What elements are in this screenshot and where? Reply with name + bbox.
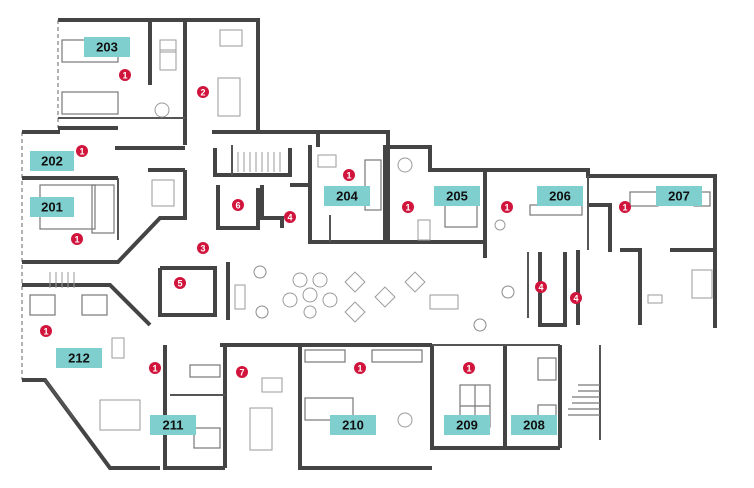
svg-text:1: 1 — [79, 146, 84, 156]
marker-207[interactable]: 1 — [619, 201, 631, 213]
svg-text:205: 205 — [446, 189, 468, 204]
svg-text:1: 1 — [152, 363, 157, 373]
markers: 1 2 1 1 3 5 6 4 1 1 1 1 4 4 1 1 7 1 1 — [40, 69, 631, 378]
svg-text:202: 202 — [41, 154, 63, 169]
room-label-211[interactable]: 211 — [150, 415, 196, 435]
svg-text:210: 210 — [342, 418, 364, 433]
svg-text:203: 203 — [96, 40, 118, 55]
room-label-208[interactable]: 208 — [511, 415, 557, 435]
svg-text:209: 209 — [456, 418, 478, 433]
svg-text:204: 204 — [336, 189, 358, 204]
svg-text:201: 201 — [41, 200, 63, 215]
svg-text:4: 4 — [573, 293, 578, 303]
svg-text:4: 4 — [538, 282, 543, 292]
svg-text:1: 1 — [357, 363, 362, 373]
room-label-203[interactable]: 203 — [84, 37, 130, 57]
svg-text:2: 2 — [200, 87, 205, 97]
marker-center-room[interactable]: 5 — [174, 277, 186, 289]
room-label-206[interactable]: 206 — [537, 186, 583, 206]
svg-text:212: 212 — [68, 351, 90, 366]
marker-restroom-left[interactable]: 4 — [284, 211, 296, 223]
furniture — [29, 29, 713, 451]
svg-text:211: 211 — [163, 418, 184, 433]
marker-room-6[interactable]: 6 — [232, 199, 244, 211]
svg-text:207: 207 — [668, 189, 690, 204]
room-labels: 203 202 201 212 211 210 209 208 — [30, 37, 702, 435]
room-label-212[interactable]: 212 — [56, 348, 102, 368]
room-label-205[interactable]: 205 — [434, 186, 480, 206]
svg-text:7: 7 — [239, 367, 244, 377]
marker-lobby[interactable]: 3 — [197, 242, 209, 254]
svg-text:6: 6 — [235, 200, 240, 210]
svg-text:206: 206 — [549, 189, 571, 204]
room-label-201[interactable]: 201 — [30, 197, 74, 217]
marker-restroom-right-a[interactable]: 4 — [535, 281, 547, 293]
marker-203[interactable]: 1 — [119, 69, 131, 81]
marker-211[interactable]: 1 — [149, 362, 161, 374]
marker-restroom-right-b[interactable]: 4 — [570, 292, 582, 304]
room-label-204[interactable]: 204 — [324, 186, 370, 206]
room-label-209[interactable]: 209 — [444, 415, 490, 435]
svg-text:1: 1 — [43, 326, 48, 336]
svg-text:3: 3 — [200, 243, 205, 253]
marker-210[interactable]: 1 — [354, 362, 366, 374]
svg-text:4: 4 — [287, 212, 292, 222]
svg-text:1: 1 — [504, 202, 509, 212]
marker-upper-left-room[interactable]: 2 — [197, 86, 209, 98]
marker-206[interactable]: 1 — [501, 201, 513, 213]
marker-204[interactable]: 1 — [343, 169, 355, 181]
marker-209[interactable]: 1 — [463, 362, 475, 374]
room-label-207[interactable]: 207 — [656, 186, 702, 206]
svg-text:1: 1 — [405, 202, 410, 212]
svg-text:1: 1 — [74, 234, 79, 244]
svg-text:1: 1 — [466, 363, 471, 373]
svg-text:1: 1 — [622, 202, 627, 212]
svg-text:1: 1 — [346, 170, 351, 180]
marker-212[interactable]: 1 — [40, 325, 52, 337]
room-label-202[interactable]: 202 — [30, 151, 74, 171]
svg-text:5: 5 — [177, 278, 182, 288]
svg-text:1: 1 — [122, 70, 127, 80]
room-label-210[interactable]: 210 — [330, 415, 376, 435]
marker-202[interactable]: 1 — [76, 145, 88, 157]
marker-201[interactable]: 1 — [71, 233, 83, 245]
marker-room-7[interactable]: 7 — [236, 366, 248, 378]
walls — [21, 18, 717, 470]
marker-205[interactable]: 1 — [402, 201, 414, 213]
svg-text:208: 208 — [523, 418, 545, 433]
